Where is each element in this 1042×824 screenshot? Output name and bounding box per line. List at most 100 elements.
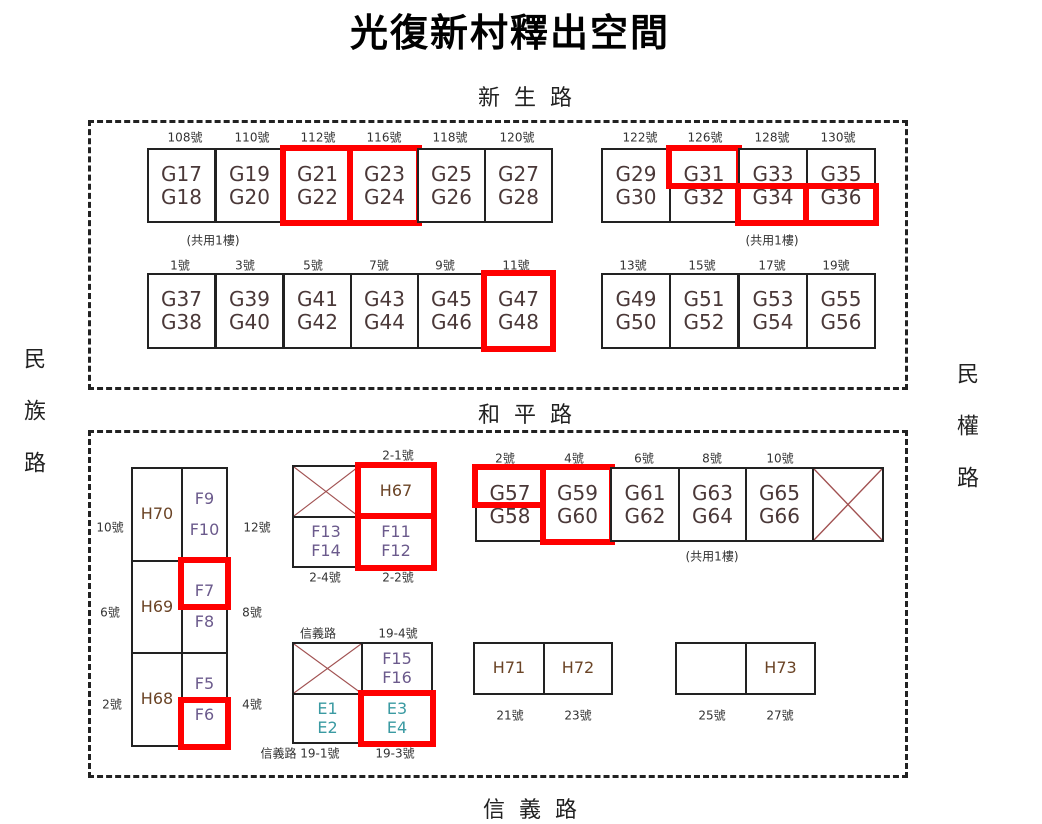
unavailable-unit[interactable] — [812, 467, 884, 542]
unit-label: G50 — [615, 310, 657, 334]
unit-label: G41 — [297, 287, 338, 311]
road-north: 新生路 — [477, 86, 587, 111]
unit-label: G18 — [161, 184, 202, 209]
unit-empty[interactable] — [675, 642, 747, 695]
unit-label: G39 — [229, 287, 270, 311]
address-label: 17號 — [758, 258, 786, 273]
unit-label: G61 — [624, 480, 666, 505]
unit-label: G24 — [364, 184, 405, 209]
road-east: 民權路 — [953, 362, 978, 518]
address-label: 19號 — [822, 258, 850, 273]
unit-label: E3 — [386, 698, 408, 718]
unit-label: F5 — [194, 673, 215, 693]
unit-label: F9 — [194, 488, 215, 508]
unavailable-unit[interactable] — [292, 465, 360, 518]
unavailable-unit[interactable] — [292, 642, 363, 695]
unit-label: G47 — [498, 287, 539, 311]
unit-label: G44 — [364, 310, 405, 334]
unit-label: G55 — [820, 287, 862, 311]
unit-label: G62 — [624, 503, 666, 528]
unit-label: G66 — [759, 503, 800, 528]
unit-h68[interactable]: H68 — [131, 652, 183, 747]
address-label: 122號 — [622, 130, 658, 145]
address-label: 110號 — [234, 130, 270, 145]
unit-label: G63 — [692, 480, 733, 505]
unit-label: G19 — [229, 161, 270, 186]
unit-label: G29 — [615, 161, 657, 186]
released-highlight — [735, 182, 811, 226]
unit-label: G60 — [557, 503, 598, 528]
unit-label: G38 — [161, 310, 202, 334]
unit-h69[interactable]: H69 — [131, 560, 183, 654]
north-zone — [88, 120, 908, 390]
address-label: 118號 — [432, 130, 468, 145]
unit-label: G46 — [431, 310, 472, 334]
unit-label: G35 — [820, 161, 862, 186]
released-highlight — [280, 145, 355, 226]
unit-h71[interactable]: H71 — [473, 642, 545, 695]
unit-label: G51 — [683, 287, 725, 311]
unit-label: G49 — [615, 287, 657, 311]
address-label: 19-3號 — [375, 746, 415, 761]
unit-label: G57 — [489, 480, 531, 505]
released-highlight — [472, 464, 548, 508]
address-label: 25號 — [698, 708, 726, 723]
unit-h73[interactable]: H73 — [745, 642, 816, 695]
unit-label: G65 — [759, 480, 800, 505]
address-label: 8號 — [702, 451, 722, 466]
unit-label: G30 — [615, 184, 657, 209]
unit-label: G23 — [364, 161, 405, 186]
address-label: 2號 — [102, 697, 122, 712]
unit-label: H70 — [140, 504, 174, 524]
unit-label: H73 — [764, 658, 797, 678]
address-label: 10號 — [96, 520, 124, 535]
unit-label: E1 — [317, 698, 338, 718]
unit-label: F11 — [381, 522, 411, 542]
released-highlight — [178, 696, 231, 750]
unit-label: G31 — [683, 161, 725, 186]
released-highlight — [347, 145, 422, 226]
unit-h70[interactable]: H70 — [131, 467, 183, 562]
unit-label: G20 — [229, 184, 270, 209]
unit-label: G59 — [557, 480, 598, 505]
released-highlight — [803, 182, 879, 226]
address-label: 128號 — [754, 130, 790, 145]
released-highlight — [481, 270, 556, 352]
released-highlight — [540, 464, 615, 545]
address-label: 2-4號 — [309, 570, 341, 585]
unit-label: G56 — [820, 310, 862, 334]
unit-label: G37 — [161, 287, 202, 311]
unit-label: H72 — [561, 658, 595, 678]
unit-label: G43 — [364, 287, 405, 311]
address-label: 126號 — [687, 130, 723, 145]
unit-label: G28 — [498, 184, 539, 209]
unit-h72[interactable]: H72 — [543, 642, 613, 695]
address-label: 2-1號 — [382, 448, 414, 463]
released-highlight — [358, 690, 436, 747]
unit-label: F13 — [311, 522, 341, 542]
unit-label: G34 — [752, 184, 794, 209]
